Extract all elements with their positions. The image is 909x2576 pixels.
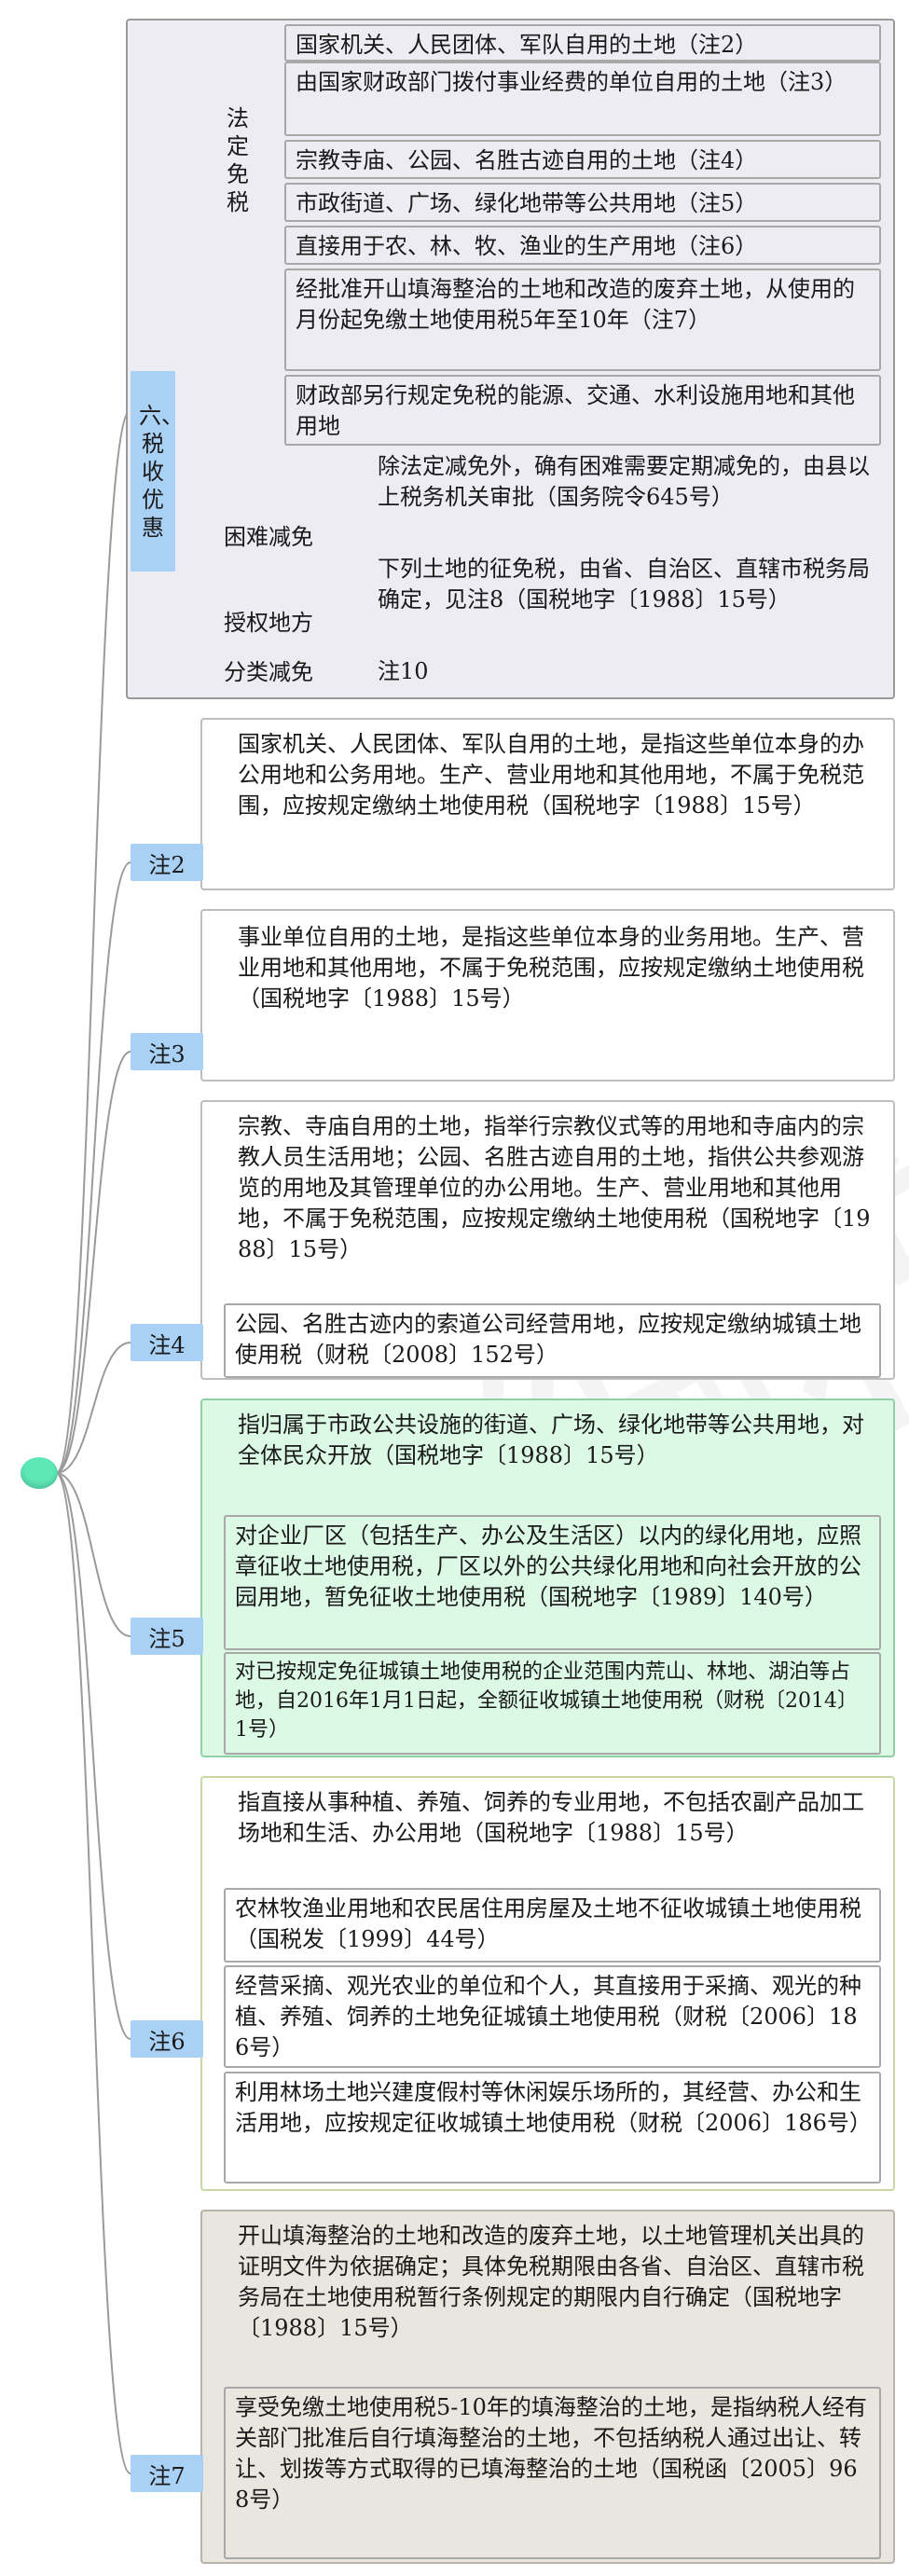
note4-text-2: 公园、名胜古迹内的索道公司经营用地，应按规定缴纳城镇土地使用税（财税〔2008〕… (224, 1303, 881, 1378)
topic-tax-incentive[interactable]: 六、税收优惠 (131, 371, 184, 572)
group-authorized: 授权地方 (224, 610, 313, 636)
category-text: 注10 (378, 658, 429, 684)
note7-text-1: 开山填海整治的土地和改造的废弃土地，以土地管理机关出具的证明文件为依据确定；具体… (238, 2223, 864, 2341)
note3-text-1: 事业单位自用的土地，是指这些单位本身的业务用地。生产、营业用地和其他用地，不属于… (238, 924, 864, 1012)
topic-note6[interactable]: 注6 (131, 2020, 203, 2058)
topic-note2[interactable]: 注2 (131, 844, 203, 881)
group-category: 分类减免 (224, 659, 313, 685)
group-hardship: 困难减免 (224, 524, 313, 550)
note6-text-4: 利用林场土地兴建度假村等休闲娱乐场所的，其经营、办公和生活用地，应按规定征收城镇… (224, 2072, 881, 2183)
topic-note4[interactable]: 注4 (131, 1324, 203, 1361)
note5-panel (200, 1398, 895, 1757)
note4-panel (200, 1100, 895, 1380)
legal-item-4: 市政街道、广场、绿化地带等公共用地（注5） (284, 183, 881, 222)
note6-text-2: 农林牧渔业用地和农民居住用房屋及土地不征收城镇土地使用税（国税发〔1999〕44… (224, 1888, 881, 1963)
authorized-text: 下列土地的征免税，由省、自治区、直辖市税务局确定，见注8（国税地字〔1988〕1… (378, 556, 870, 613)
note6-text-3: 经营采摘、观光农业的单位和个人，其直接用于采摘、观光的种植、养殖、饲养的土地免征… (224, 1965, 881, 2068)
legal-item-5: 直接用于农、林、牧、渔业的生产用地（注6） (284, 226, 881, 265)
note6-text-1: 指直接从事种植、养殖、饲养的专业用地，不包括农副产品加工场地和生活、办公用地（国… (238, 1789, 864, 1846)
note6-panel (200, 1776, 895, 2191)
note4-text-1: 宗教、寺庙自用的土地，指举行宗教仪式等的用地和寺庙内的宗教人员生活用地；公园、名… (238, 1113, 871, 1262)
hardship-text: 除法定减免外，确有困难需要定期减免的，由县以上税务机关审批（国务院令645号） (378, 453, 870, 510)
tax-incentive-panel (126, 19, 895, 699)
legal-item-7: 财政部另行规定免税的能源、交通、水利设施用地和其他用地 (284, 375, 881, 446)
note5-text-3: 对已按规定免征城镇土地使用税的企业范围内荒山、林地、湖泊等占地，自2016年1月… (224, 1652, 881, 1755)
note7-text-2: 享受免缴土地使用税5-10年的填海整治的土地，是指纳税人经有关部门批准后自行填海… (224, 2387, 881, 2559)
legal-item-2: 由国家财政部门拨付事业经费的单位自用的土地（注3） (284, 62, 881, 136)
note2-panel (200, 718, 895, 890)
topic-note5[interactable]: 注5 (131, 1618, 203, 1655)
topic-note3[interactable]: 注3 (131, 1033, 203, 1070)
legal-item-6: 经批准开山填海整治的土地和改造的废弃土地，从使用的月份起免缴土地使用税5年至10… (284, 269, 881, 371)
note5-text-2: 对企业厂区（包括生产、办公及生活区）以内的绿化用地，应照章征收土地使用税，厂区以… (224, 1515, 881, 1650)
topic-note7[interactable]: 注7 (131, 2455, 203, 2492)
legal-item-1: 国家机关、人民团体、军队自用的土地（注2） (284, 24, 881, 62)
note2-text-1: 国家机关、人民团体、军队自用的土地，是指这些单位本身的办公用地和公务用地。生产、… (238, 731, 864, 819)
note5-text-1: 指归属于市政公共设施的街道、广场、绿化地带等公共用地，对全体民众开放（国税地字〔… (238, 1412, 864, 1468)
note3-panel (200, 909, 895, 1081)
group-legal-exempt: 法定免税 (227, 105, 249, 215)
legal-item-3: 宗教寺庙、公园、名胜古迹自用的土地（注4） (284, 140, 881, 179)
root-node[interactable] (21, 1457, 58, 1489)
